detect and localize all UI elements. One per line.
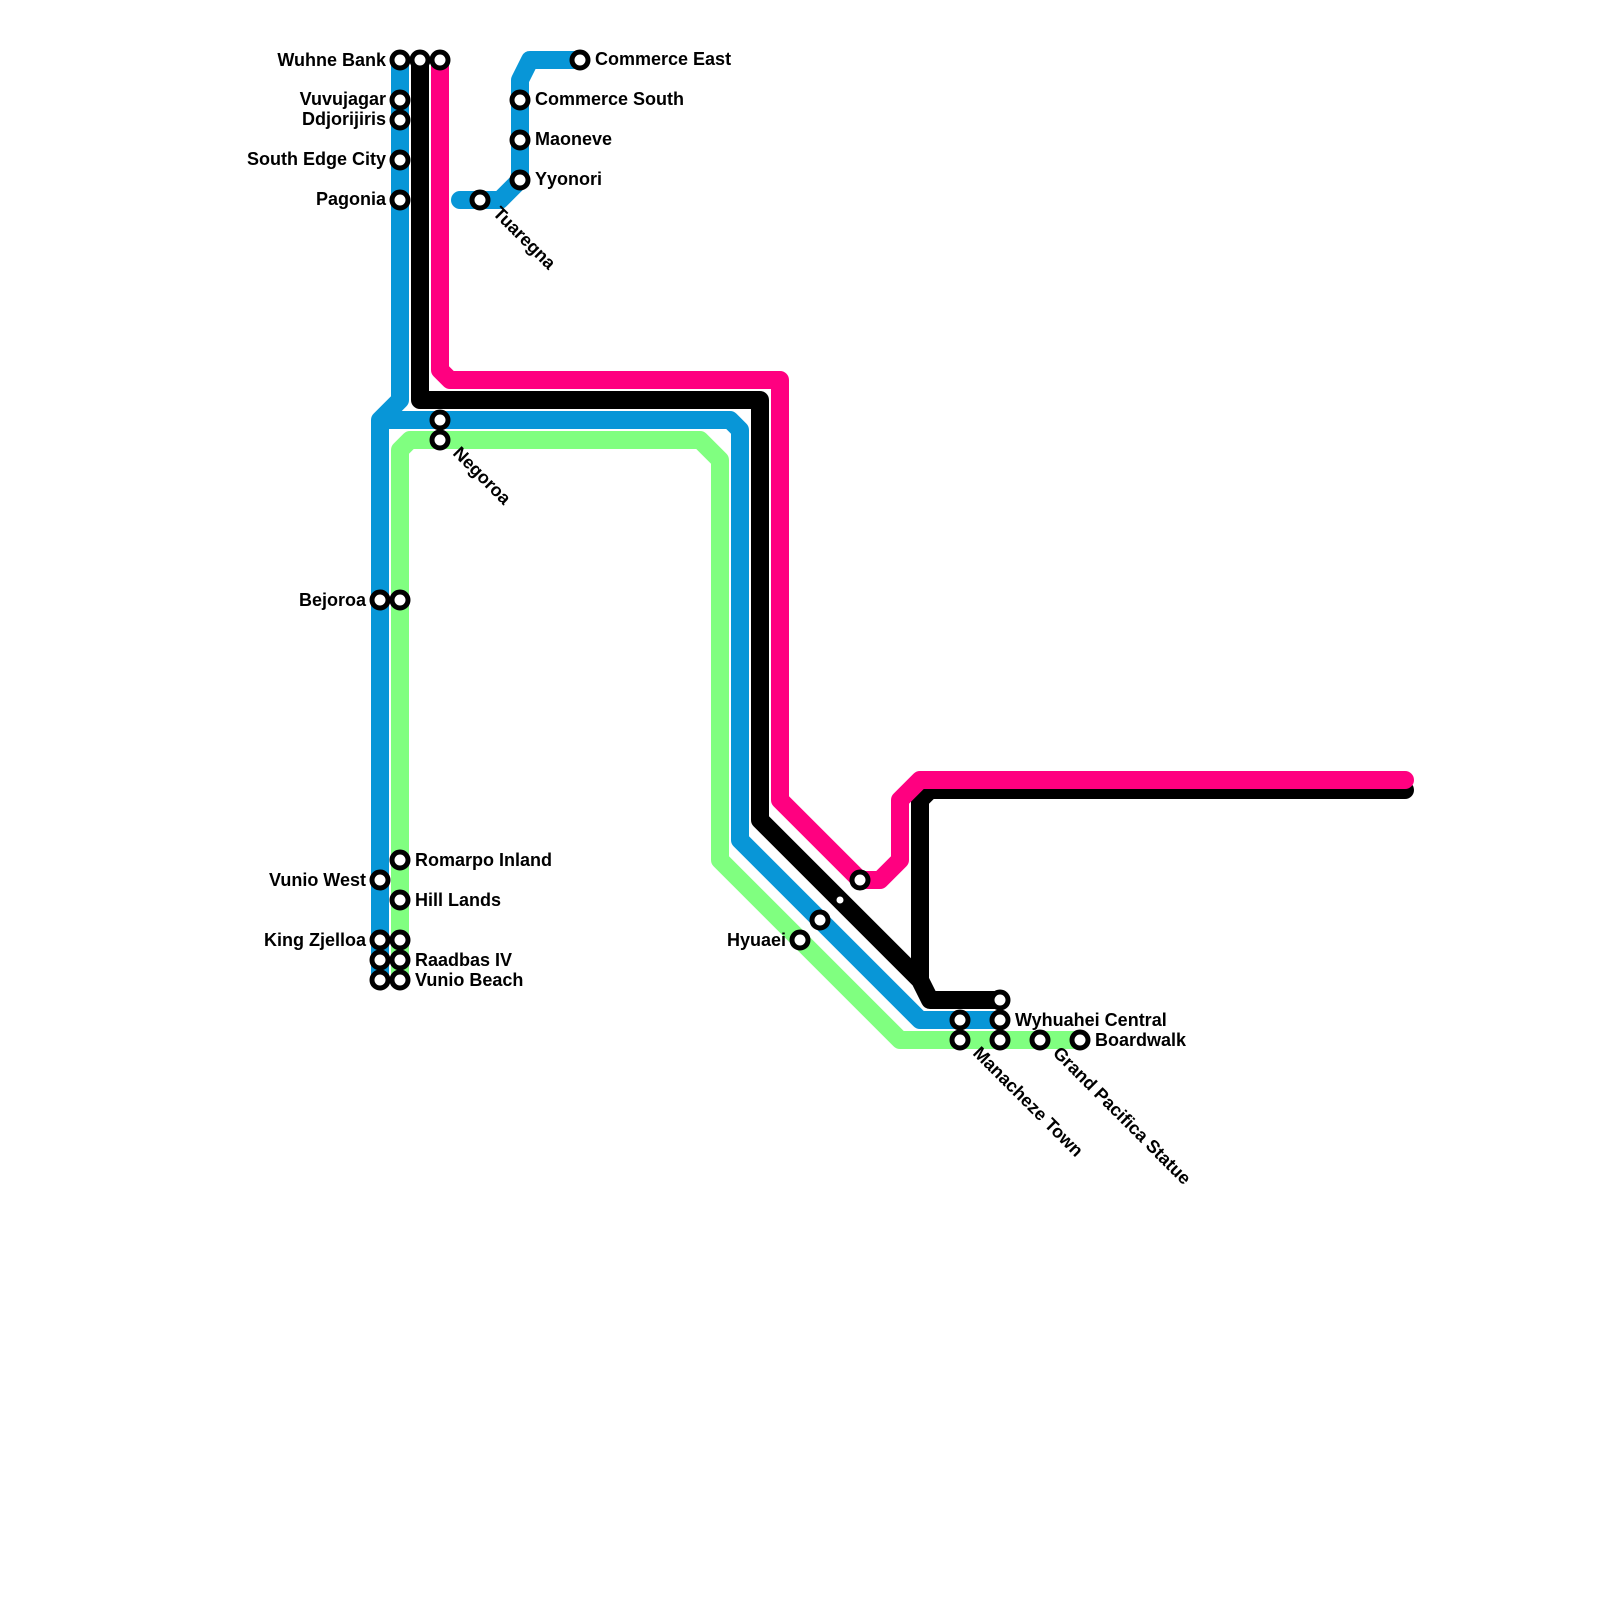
station-negoroa-blue[interactable] <box>429 409 451 431</box>
line-black[interactable] <box>411 51 1414 1009</box>
station-yyonori[interactable] <box>509 169 531 191</box>
station-pagonia[interactable] <box>389 189 411 211</box>
station-tuaregna[interactable] <box>469 189 491 211</box>
station-wuhne-bank-pink[interactable] <box>429 49 451 71</box>
station-commerce-south[interactable] <box>509 89 531 111</box>
label-negoroa: Negoroa <box>449 443 515 509</box>
station-hyuaei-black[interactable] <box>831 891 849 909</box>
station-boardwalk[interactable] <box>1069 1029 1091 1051</box>
label-raadbas-iv: Raadbas IV <box>415 950 512 970</box>
station-wyhuahei-central-blue[interactable] <box>989 1009 1011 1031</box>
label-bejoroa: Bejoroa <box>299 590 367 610</box>
route-lines <box>371 51 1414 1049</box>
station-hyuaei-pink[interactable] <box>849 869 871 891</box>
label-vunio-beach: Vunio Beach <box>415 970 523 990</box>
station-hyuaei-green[interactable] <box>789 929 811 951</box>
label-vuvujagar: Vuvujagar <box>300 89 386 109</box>
station-romarpo-inland[interactable] <box>389 849 411 871</box>
label-hill-lands: Hill Lands <box>415 890 501 910</box>
line-blue[interactable] <box>371 51 1009 1029</box>
label-commerce-south: Commerce South <box>535 89 684 109</box>
station-wuhne-bank-blue[interactable] <box>389 49 411 71</box>
station-vunio-west[interactable] <box>369 869 391 891</box>
station-vunio-beach-blue[interactable] <box>369 969 391 991</box>
station-hyuaei-blue[interactable] <box>809 909 831 931</box>
label-romarpo-inland: Romarpo Inland <box>415 850 552 870</box>
label-grand-pacifica-statue: Grand Pacifica Statue <box>1049 1043 1195 1189</box>
label-tuaregna: Tuaregna <box>489 203 560 274</box>
station-grand-pacifica-statue[interactable] <box>1029 1029 1051 1051</box>
label-pagonia: Pagonia <box>316 189 387 209</box>
station-manacheze-town-green[interactable] <box>949 1029 971 1051</box>
station-commerce-east[interactable] <box>569 49 591 71</box>
stations <box>369 49 1091 1051</box>
station-negoroa-green[interactable] <box>429 429 451 451</box>
station-manacheze-town-blue[interactable] <box>949 1009 971 1031</box>
line-green[interactable] <box>391 431 1089 1049</box>
station-hill-lands[interactable] <box>389 889 411 911</box>
station-vuvujagar[interactable] <box>389 89 411 111</box>
label-yyonori: Yyonori <box>535 169 602 189</box>
label-wyhuahei-central: Wyhuahei Central <box>1015 1010 1167 1030</box>
label-wuhne-bank: Wuhne Bank <box>277 50 387 70</box>
label-vunio-west: Vunio West <box>269 870 366 890</box>
label-commerce-east: Commerce East <box>595 49 731 69</box>
station-king-zjelloa-green[interactable] <box>389 929 411 951</box>
label-ddjorijiris: Ddjorijiris <box>302 109 386 129</box>
station-raadbas-iv-green[interactable] <box>389 949 411 971</box>
station-south-edge-city[interactable] <box>389 149 411 171</box>
label-maoneve: Maoneve <box>535 129 612 149</box>
station-king-zjelloa-blue[interactable] <box>369 929 391 951</box>
station-bejoroa-green[interactable] <box>389 589 411 611</box>
station-wyhuahei-central-green[interactable] <box>989 1029 1011 1051</box>
station-bejoroa-blue[interactable] <box>369 589 391 611</box>
station-maoneve[interactable] <box>509 129 531 151</box>
label-south-edge-city: South Edge City <box>247 149 386 169</box>
label-king-zjelloa: King Zjelloa <box>264 930 367 950</box>
station-vunio-beach-green[interactable] <box>389 969 411 991</box>
label-hyuaei: Hyuaei <box>727 930 786 950</box>
station-wyhuahei-central-black[interactable] <box>989 989 1011 1011</box>
station-ddjorijiris[interactable] <box>389 109 411 131</box>
label-boardwalk: Boardwalk <box>1095 1030 1187 1050</box>
station-raadbas-iv-blue[interactable] <box>369 949 391 971</box>
station-wuhne-bank-black[interactable] <box>409 49 431 71</box>
